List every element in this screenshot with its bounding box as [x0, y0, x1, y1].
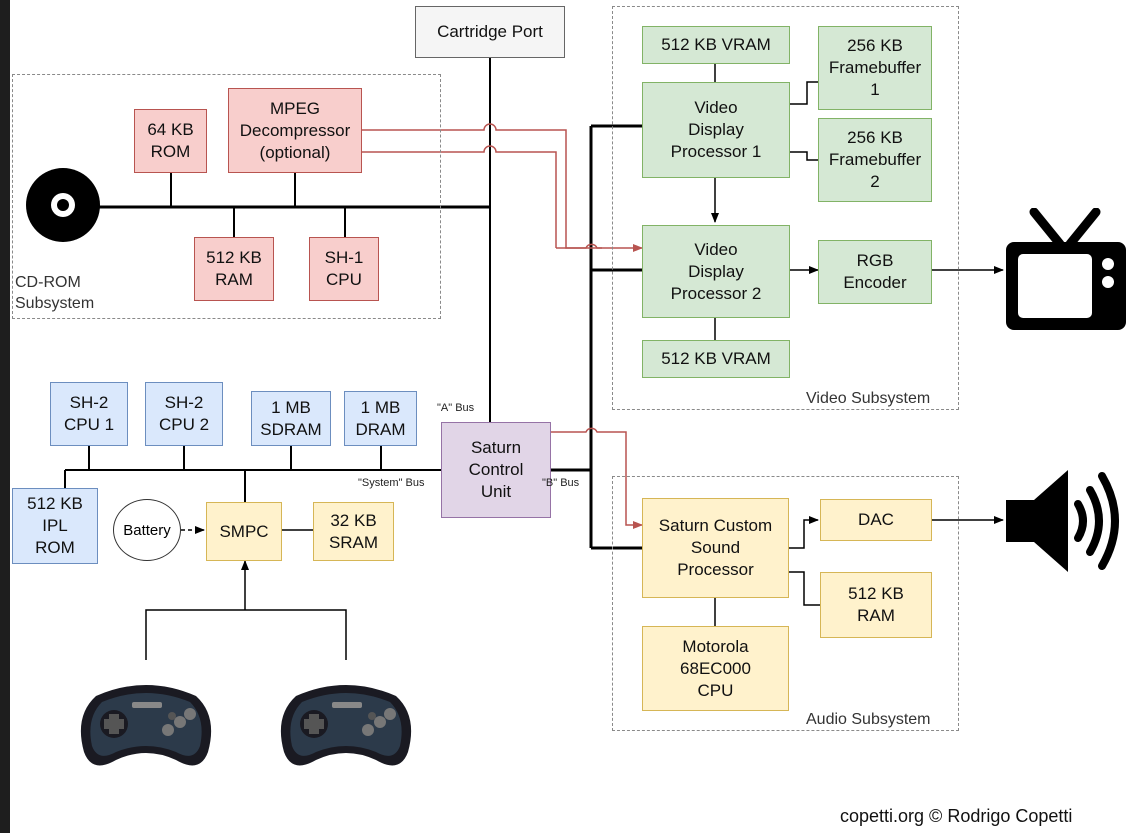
rom-64kb-box: 64 KB ROM	[134, 109, 207, 173]
audio-subsystem-label: Audio Subsystem	[806, 711, 931, 728]
vdp2-box: Video Display Processor 2	[642, 225, 790, 318]
gamepad-icon	[276, 676, 416, 776]
tv-icon	[1004, 207, 1126, 332]
audio-ram-512kb-box: 512 KB RAM	[820, 572, 932, 638]
cartridge-port-box: Cartridge Port	[415, 6, 565, 58]
b-bus-label: "B" Bus	[542, 477, 580, 489]
dac-box: DAC	[820, 499, 932, 541]
motorola-68ec000-box: Motorola 68EC000 CPU	[642, 626, 789, 711]
battery-circle: Battery	[113, 499, 181, 561]
a-bus-label: "A" Bus	[437, 402, 475, 414]
smpc-box: SMPC	[206, 502, 282, 561]
sdram-1mb-box: 1 MB SDRAM	[251, 391, 331, 446]
connection-lines	[64, 58, 1004, 660]
cdrom-subsystem-label: CD-ROM Subsystem	[15, 274, 95, 312]
credit-text: copetti.org © Rodrigo Copetti	[840, 806, 1073, 826]
sh2-cpu2-box: SH-2 CPU 2	[145, 382, 223, 446]
cd-disc-icon	[25, 167, 101, 243]
mpeg-decompressor-box: MPEG Decompressor (optional)	[228, 88, 362, 173]
vram-1-box: 512 KB VRAM	[642, 26, 790, 64]
system-bus-label: "System" Bus	[358, 477, 425, 489]
gamepad-icon	[76, 676, 216, 776]
saturn-control-unit-box: Saturn Control Unit	[441, 422, 551, 518]
sram-32kb-box: 32 KB SRAM	[313, 502, 394, 561]
speaker-icon	[1004, 466, 1126, 576]
b-bus-line	[551, 124, 642, 550]
framebuffer-1-box: 256 KB Framebuffer 1	[818, 26, 932, 110]
video-subsystem-label: Video Subsystem	[806, 390, 931, 407]
framebuffer-2-box: 256 KB Framebuffer 2	[818, 118, 932, 202]
sh2-cpu1-box: SH-2 CPU 1	[50, 382, 128, 446]
sh1-cpu-box: SH-1 CPU	[309, 237, 379, 301]
video-subsystem-group	[612, 6, 959, 410]
vram-2-box: 512 KB VRAM	[642, 340, 790, 378]
scsp-box: Saturn Custom Sound Processor	[642, 498, 789, 598]
cd-ram-512kb-box: 512 KB RAM	[194, 237, 274, 301]
architecture-diagram: CD-ROM Subsystem Video Subsystem Audio S…	[10, 0, 1126, 833]
rgb-encoder-box: RGB Encoder	[818, 240, 932, 304]
cdrom-subsystem-group	[12, 74, 441, 319]
mpeg-signal-arrows	[362, 123, 643, 529]
system-bus	[64, 446, 441, 502]
ipl-rom-box: 512 KB IPL ROM	[12, 488, 98, 564]
vdp1-box: Video Display Processor 1	[642, 82, 790, 178]
dram-1mb-box: 1 MB DRAM	[344, 391, 417, 446]
audio-subsystem-group	[612, 476, 959, 731]
